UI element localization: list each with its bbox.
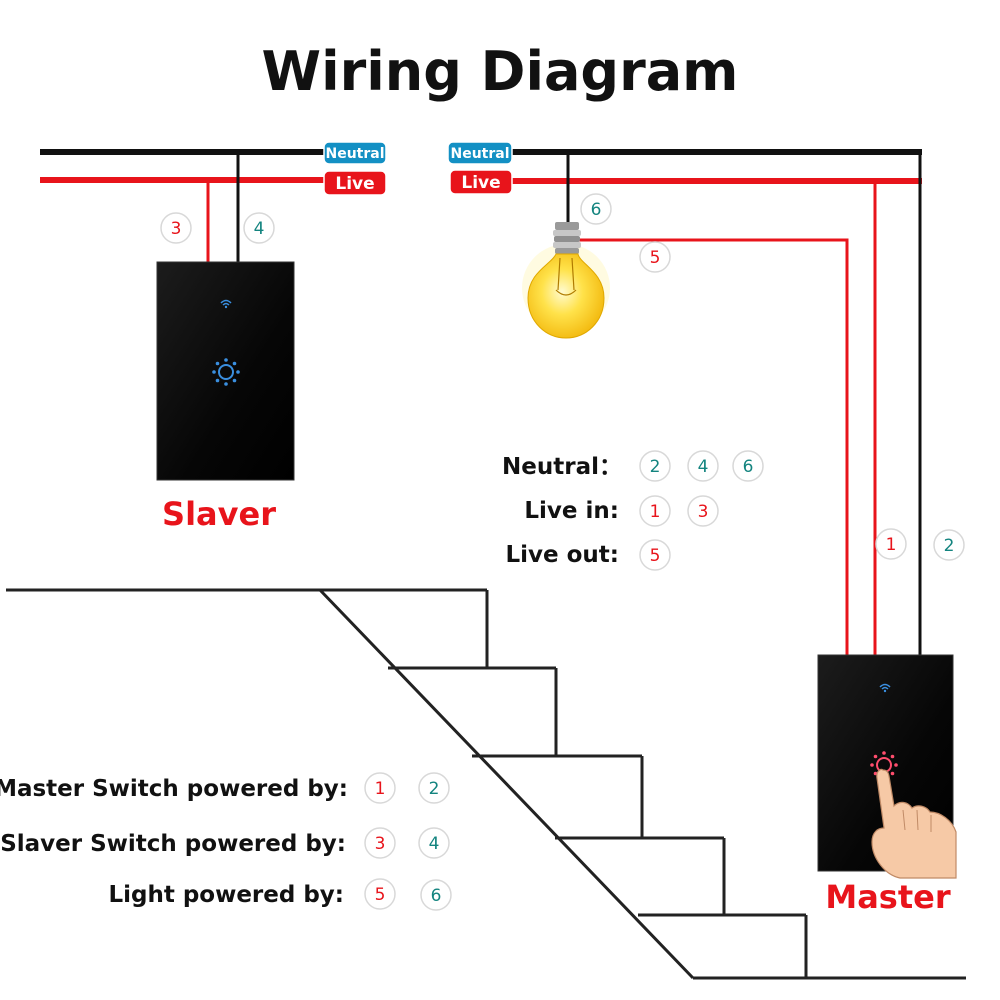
svg-text:3: 3 xyxy=(375,834,386,854)
legend-live-in-number: 3 xyxy=(687,495,719,527)
master-power-label: Master Switch powered by: xyxy=(0,776,348,802)
slaver-power-label: Slaver Switch powered by: xyxy=(0,831,346,857)
svg-text:Neutral: Neutral xyxy=(325,146,384,162)
master-power-number: 1 xyxy=(364,772,396,804)
wire-number-5: 5 xyxy=(639,241,671,273)
right-live-tag: Live xyxy=(449,169,513,195)
svg-text:3: 3 xyxy=(698,502,709,522)
master-switch[interactable] xyxy=(817,654,957,879)
legend-neutral-label: Neutral： xyxy=(502,454,622,480)
light-power-number: 5 xyxy=(364,878,396,910)
wifi-icon xyxy=(220,299,232,309)
legend-neutral-number: 6 xyxy=(732,450,764,482)
slaver-power-number: 3 xyxy=(364,827,396,859)
slaver-power-number: 4 xyxy=(418,827,450,859)
staircase xyxy=(6,588,966,980)
power-info: Master Switch powered by: 1 2 Slaver Swi… xyxy=(0,772,452,911)
wifi-icon xyxy=(879,683,891,693)
wire-number-1: 1 xyxy=(875,528,907,560)
legend-live-out-label: Live out: xyxy=(505,542,619,568)
legend-live-in-number: 1 xyxy=(639,495,671,527)
right-supply-wires xyxy=(512,149,922,655)
svg-text:6: 6 xyxy=(743,457,754,477)
master-label: Master xyxy=(825,878,950,916)
svg-text:Neutral: Neutral xyxy=(450,146,509,162)
svg-text:4: 4 xyxy=(429,834,440,854)
legend-live-in-label: Live in: xyxy=(524,498,619,524)
left-neutral-tag: Neutral xyxy=(323,141,387,165)
legend-neutral-number: 4 xyxy=(687,450,719,482)
left-supply-wires xyxy=(40,149,326,262)
light-power-number: 6 xyxy=(420,879,452,911)
svg-text:4: 4 xyxy=(254,219,265,239)
right-neutral-tag: Neutral xyxy=(447,141,513,165)
svg-text:1: 1 xyxy=(886,535,897,555)
wire-number-2: 2 xyxy=(933,529,965,561)
light-power-label: Light powered by: xyxy=(108,882,344,908)
svg-text:Live: Live xyxy=(335,174,374,194)
svg-text:2: 2 xyxy=(429,779,440,799)
legend: Neutral： 2 4 6 Live in: 1 3 Live out: 5 xyxy=(502,450,764,571)
legend-neutral-number: 2 xyxy=(639,450,671,482)
page-title: Wiring Diagram xyxy=(262,40,739,103)
finger-pointing-icon xyxy=(871,768,957,879)
svg-text:4: 4 xyxy=(698,457,709,477)
master-power-number: 2 xyxy=(418,772,450,804)
svg-text:5: 5 xyxy=(375,885,386,905)
svg-text:1: 1 xyxy=(650,502,661,522)
svg-text:6: 6 xyxy=(591,200,602,220)
legend-live-out-number: 5 xyxy=(639,539,671,571)
wire-number-3: 3 xyxy=(160,212,192,244)
svg-text:3: 3 xyxy=(171,219,182,239)
wire-number-6: 6 xyxy=(580,193,612,225)
svg-text:Live: Live xyxy=(461,173,500,193)
left-live-tag: Live xyxy=(323,170,387,196)
slaver-switch[interactable] xyxy=(156,261,295,481)
touch-button-icon[interactable] xyxy=(212,358,240,386)
wire-number-4: 4 xyxy=(243,212,275,244)
svg-text:5: 5 xyxy=(650,546,661,566)
svg-text:2: 2 xyxy=(944,536,955,556)
svg-text:5: 5 xyxy=(650,248,661,268)
svg-text:6: 6 xyxy=(431,886,442,906)
svg-text:2: 2 xyxy=(650,457,661,477)
live-out-wire xyxy=(568,238,849,655)
slaver-label: Slaver xyxy=(162,495,276,533)
svg-text:1: 1 xyxy=(375,779,386,799)
light-bulb-icon xyxy=(522,222,610,339)
